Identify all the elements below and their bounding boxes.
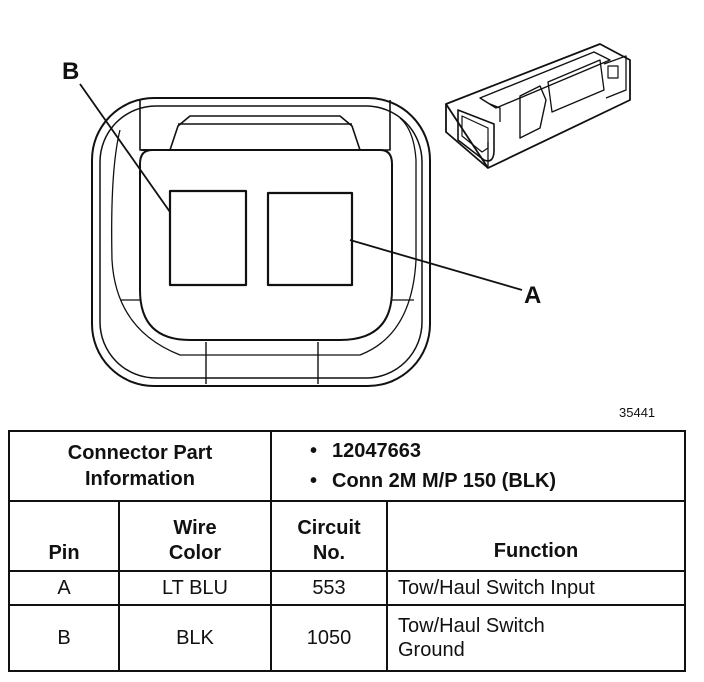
- wire-color-cell: LT BLU: [118, 570, 272, 606]
- part-info-header: Connector Part Information: [8, 430, 272, 502]
- circuit-cell: 1050: [270, 604, 388, 672]
- col-header-wire-color: Wire Color: [118, 500, 272, 572]
- callout-b-label: B: [62, 58, 80, 85]
- function-cell: Tow/Haul Switch Ground: [386, 604, 686, 672]
- col-header-pin: Pin: [8, 500, 120, 572]
- part-info-values: • 12047663 • Conn 2M M/P 150 (BLK): [270, 430, 686, 502]
- table-row: B BLK 1050 Tow/Haul Switch Ground: [8, 604, 686, 672]
- col-header-line: Wire: [173, 517, 217, 539]
- figure-number: 35441: [619, 405, 656, 420]
- pin-cell: A: [8, 570, 120, 606]
- part-info-row: Connector Part Information • 12047663 • Co…: [8, 430, 686, 502]
- connector-info-table: Connector Part Information • 12047663 • Co…: [8, 430, 686, 672]
- callout-a-leader: [349, 239, 523, 291]
- col-header-line: Color: [168, 542, 222, 564]
- connector-housing-outline: [91, 97, 431, 387]
- function-line: Tow/Haul Switch Input: [398, 577, 595, 599]
- connector-face-drawing: [79, 43, 631, 387]
- function-line: Tow/Haul Switch: [398, 615, 545, 637]
- col-header-line: Circuit: [297, 517, 361, 539]
- pin-a-cavity: [266, 191, 354, 287]
- callout-b-leader: [79, 83, 171, 213]
- connector-isometric-view: [445, 43, 631, 169]
- part-info-header-line: Information: [85, 468, 195, 490]
- col-header-circuit-no: Circuit No.: [270, 500, 388, 572]
- bullet-icon: •: [310, 470, 318, 492]
- pin-b-cavity: [168, 189, 248, 287]
- col-header-line: No.: [312, 542, 346, 564]
- connector-description-item: • Conn 2M M/P 150 (BLK): [310, 466, 678, 496]
- function-cell: Tow/Haul Switch Input: [386, 570, 686, 606]
- bullet-icon: •: [310, 440, 318, 462]
- connector-description: Conn 2M M/P 150 (BLK): [332, 470, 557, 492]
- part-number: 12047663: [332, 440, 421, 462]
- function-line: Ground: [398, 639, 465, 661]
- callout-a-label: A: [524, 282, 542, 309]
- table-row: A LT BLU 553 Tow/Haul Switch Input: [8, 570, 686, 606]
- part-info-header-line: Connector Part: [67, 442, 213, 464]
- wire-color-cell: BLK: [118, 604, 272, 672]
- connector-diagram: B A 35441: [62, 43, 656, 420]
- column-header-row: Pin Wire Color Circuit No. Function: [8, 500, 686, 572]
- pin-cell: B: [8, 604, 120, 672]
- col-header-function: Function: [386, 500, 686, 572]
- part-number-item: • 12047663: [310, 436, 678, 466]
- circuit-cell: 553: [270, 570, 388, 606]
